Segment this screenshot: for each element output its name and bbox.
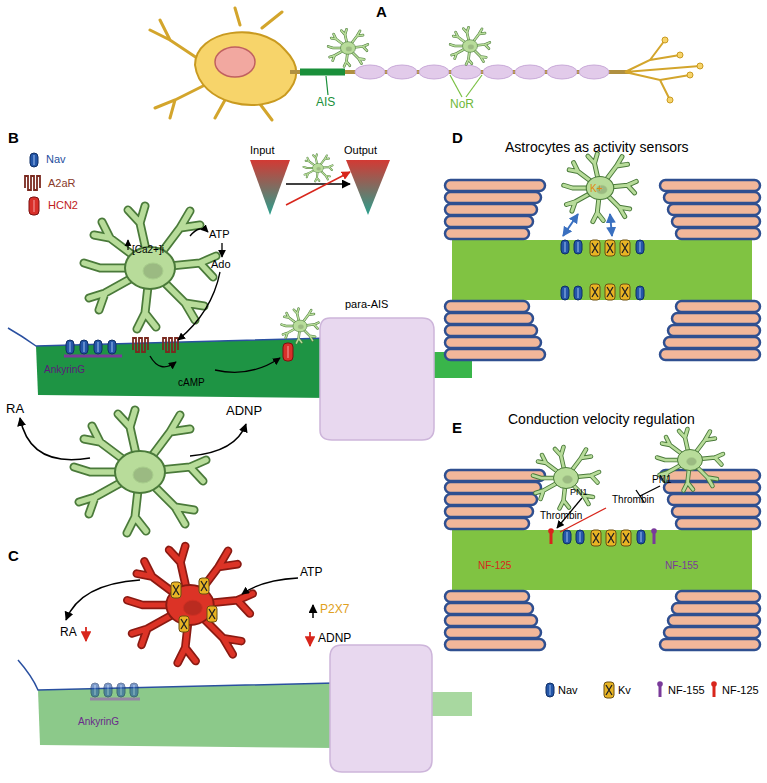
molecule-label: RA [6,402,24,416]
ion-label: K+ [590,183,603,194]
legend-text: Kv [618,684,631,696]
panel-title: Conduction velocity regulation [508,412,695,427]
panel-letter: B [8,130,19,147]
molecule-label: ATP [209,228,230,240]
panel-letter: A [376,4,387,21]
structure-label: para-AIS [345,298,388,310]
legend-text: Nav [558,684,578,696]
molecule-label: ATP [300,566,322,579]
neuron-illustration [150,8,703,120]
legend-text: NF-125 [722,684,759,696]
signal-label: Output [344,144,377,156]
molecule-label: ADNP [226,404,262,418]
panel-letter: E [452,420,462,437]
structure-label: NoR [450,98,474,111]
structure-label: AIS [316,96,335,109]
molecule-label: RA [60,626,77,639]
molecule-label: PN1 [570,488,588,498]
protein-label: AnkyrinG [44,364,85,375]
legend-text: A2aR [48,177,76,189]
molecule-label: Thrombin [540,510,582,521]
ion-label: [Ca2+]i [132,244,164,255]
protein-label: NF-125 [478,560,511,571]
molecule-label: Thrombin [612,494,654,505]
panel-title: Astrocytes as activity sensors [505,140,689,155]
conduction-velocity-illustration [445,429,760,698]
protein-label: AnkyrinG [78,716,119,727]
protein-label: NF-155 [665,560,698,571]
legend-text: HCN2 [48,199,78,211]
molecule-label: Ado [211,258,231,270]
node-sensor-illustration [445,154,760,360]
reactive-astrocyte-illustration [18,546,472,772]
molecule-label: PN1 [652,474,671,485]
panel-letter: C [8,548,19,565]
legend-text: Nav [46,153,66,165]
ais-regulation-illustration [8,153,472,533]
legend-text: NF-155 [668,684,705,696]
signal-label: Input [250,144,274,156]
molecule-label: ADNP [318,632,351,645]
panel-letter: D [452,130,463,147]
receptor-label: P2X7 [320,603,349,616]
molecule-label: cAMP [178,377,205,388]
